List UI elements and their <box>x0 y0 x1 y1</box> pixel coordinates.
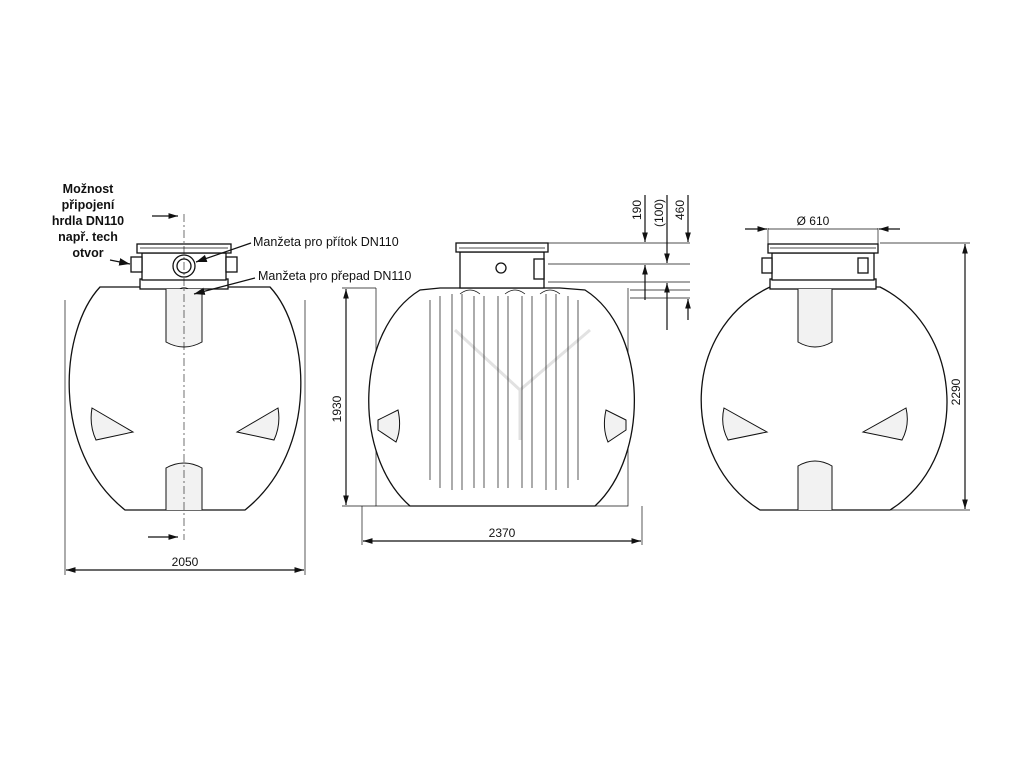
dim-total-height: 2290 <box>949 378 963 405</box>
connection-option-line-2: připojení <box>62 198 115 212</box>
connection-option-line-4: např. tech <box>58 230 118 244</box>
end-lid <box>767 243 879 254</box>
side-lid <box>455 242 549 253</box>
end-bottom-channel <box>797 460 833 510</box>
dim-side-length: 2370 <box>489 526 516 540</box>
connection-option-line-3: hrdla DN110 <box>52 214 124 228</box>
front-right-handle <box>235 407 280 441</box>
end-right-handle <box>861 407 908 441</box>
side-right-handle <box>603 409 627 443</box>
inflow-sleeve-label: Manžeta pro přítok DN110 <box>253 235 399 249</box>
dim-top-190: 190 <box>630 200 644 220</box>
dim-side-height: 1930 <box>330 395 344 422</box>
front-left-handle <box>90 407 135 441</box>
dim-front-width: 2050 <box>172 555 199 569</box>
end-left-handle <box>722 407 769 441</box>
side-pipe-hole <box>495 262 507 274</box>
faint-watermark <box>453 328 591 440</box>
end-left-stub <box>761 257 773 274</box>
end-right-stub <box>857 257 869 274</box>
front-annotations: Možnost připojení hrdla DN110 např. tech… <box>52 182 411 295</box>
front-view: 2050 <box>64 213 306 575</box>
side-stub <box>533 258 545 280</box>
side-left-handle <box>377 409 401 443</box>
end-top-channel <box>797 289 833 348</box>
overflow-sleeve-label: Manžeta pro přepad DN110 <box>258 269 411 283</box>
side-ribs <box>429 289 579 490</box>
dim-top-100: (100) <box>652 199 666 227</box>
connection-option-line-5: otvor <box>72 246 103 260</box>
front-left-stub <box>130 256 143 273</box>
front-right-stub <box>225 256 238 273</box>
side-tank-body <box>368 287 636 507</box>
dim-neck-diameter: Ø 610 <box>797 214 830 228</box>
front-tank-body <box>68 286 302 511</box>
connection-option-line-1: Možnost <box>63 182 115 196</box>
side-view: 1930 2370 190 (100) 460 <box>330 195 691 545</box>
end-view: Ø 610 2290 <box>700 214 970 511</box>
dim-top-460: 460 <box>673 200 687 220</box>
